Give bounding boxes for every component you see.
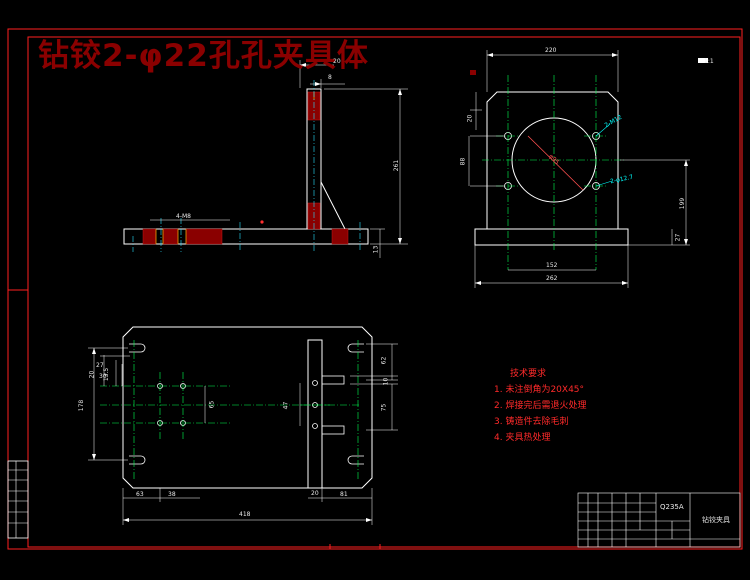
side-dim-27: 27 (674, 233, 682, 242)
top-dim-30: 30 (99, 373, 107, 380)
top-dim-62: 62 (380, 356, 388, 365)
front-thread-lines (155, 92, 315, 244)
tech-req-heading: 技术要求 (510, 369, 547, 379)
top-dim-65: 65 (208, 400, 216, 409)
side-dim-lines (468, 50, 690, 288)
front-centerlines (132, 80, 361, 252)
side-stamp-box (7, 460, 29, 539)
top-dim-lines (88, 343, 398, 525)
front-dim-8: 8 (328, 74, 332, 81)
side-diameter-leader (527, 135, 584, 191)
side-dim-152: 152 (546, 262, 558, 269)
tech-req-item-1: 1. 未注倒角为20X45° (494, 385, 585, 395)
front-dim-arrows (300, 63, 402, 244)
side-dim-220: 220 (545, 47, 557, 54)
front-dim-261: 261 (393, 159, 401, 172)
side-roughness-mark (698, 58, 708, 63)
drawing-title: 钻铰2-φ22孔孔夹具体 (38, 38, 369, 74)
side-stamp-lines (8, 461, 28, 538)
front-view (123, 60, 408, 258)
tech-req-item-2: 2. 焊接完后需退火处理 (494, 401, 587, 411)
top-dim-20b: 20 (311, 490, 319, 497)
front-dim-20: 20 (333, 58, 341, 65)
top-dim-178: 178 (78, 399, 86, 412)
side-dim-88: 88 (459, 157, 467, 166)
top-dim-418: 418 (239, 511, 251, 518)
top-dim-75: 75 (380, 403, 388, 412)
side-leader-phi (595, 180, 613, 187)
front-hatch (142, 91, 349, 245)
top-plate-outline (122, 326, 373, 489)
side-base (474, 228, 629, 246)
top-dim-27: 27 (96, 362, 104, 369)
side-centerlines (482, 75, 626, 270)
top-dim-13-5: 13.5 (103, 367, 111, 382)
side-dim-20: 20 (466, 114, 474, 123)
top-side-tabs (321, 375, 345, 435)
front-dim-4m8: 4-M8 (176, 213, 191, 220)
top-view (88, 326, 398, 525)
side-view (468, 50, 708, 288)
top-dim-38: 38 (168, 491, 176, 498)
front-base-plate (123, 228, 369, 245)
title-block-part-name: 钻铰夹具 (702, 516, 730, 524)
inner-border (27, 36, 741, 548)
side-dim-199: 199 (679, 197, 687, 210)
top-dim-20: 20 (88, 370, 96, 379)
top-dim-arrows (92, 348, 372, 522)
front-marker (260, 220, 264, 224)
technical-requirements: 技术要求 1. 未注倒角为20X45° 2. 焊接完后需退火处理 3. 铸造件去… (494, 366, 586, 446)
tech-req-item-3: 3. 铸造件去除毛刺 (494, 417, 569, 427)
scale-note: 1:1 (704, 58, 714, 65)
side-leader-m12 (595, 123, 611, 137)
front-dim-lines (150, 60, 408, 258)
top-centerlines (100, 340, 360, 480)
title-block-material: Q235A (660, 503, 684, 511)
top-dim-63: 63 (136, 491, 144, 498)
top-dim-47: 47 (282, 401, 290, 410)
top-holes (157, 380, 318, 429)
front-rib (320, 181, 346, 230)
side-dim-arrows (475, 53, 688, 285)
top-slots (129, 343, 364, 465)
outer-border (7, 28, 743, 550)
top-dim-81: 81 (340, 491, 348, 498)
title-block (577, 492, 741, 548)
side-weld-mark (470, 70, 476, 75)
top-post (307, 339, 323, 489)
front-dim-13: 13 (372, 245, 380, 254)
side-dim-262: 262 (546, 275, 558, 282)
top-dim-10: 10 (382, 377, 390, 386)
tech-req-item-4: 4. 夹具热处理 (494, 433, 551, 443)
